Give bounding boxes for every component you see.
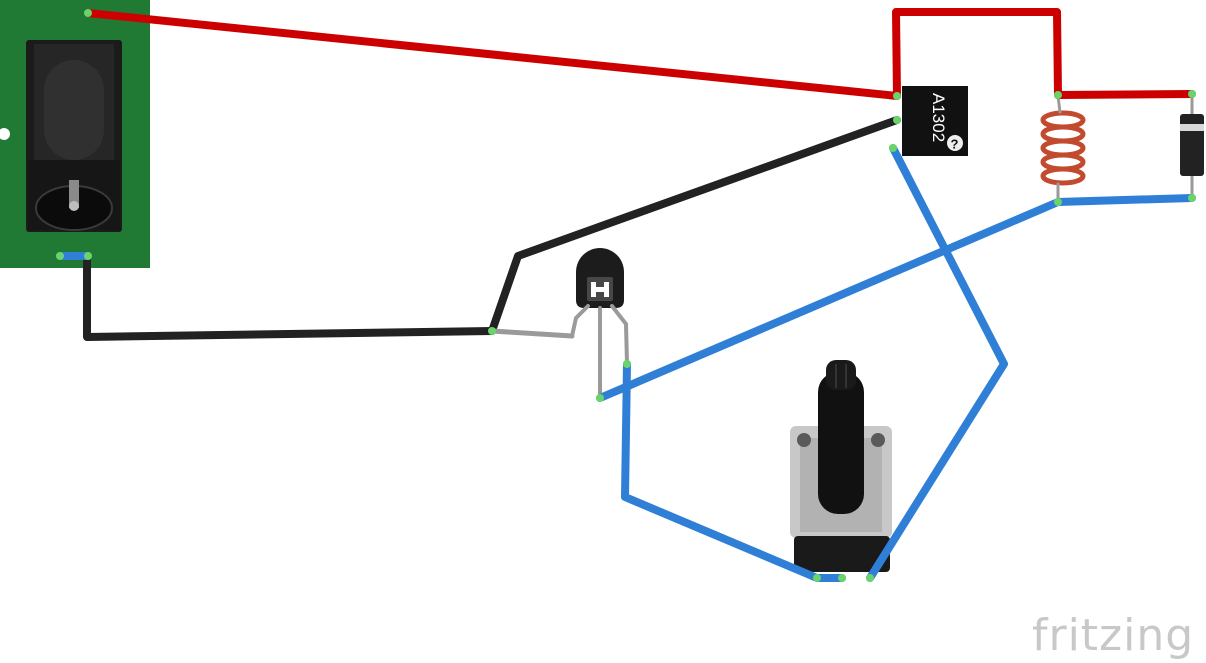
pin-inductor-top[interactable] — [1054, 91, 1062, 99]
pin-transistor-emitter[interactable] — [488, 327, 496, 335]
pin-sensor-out[interactable] — [889, 144, 897, 152]
pin-sensor-gnd[interactable] — [893, 116, 901, 124]
transistor-leg-right — [610, 304, 629, 366]
sensor-label: A1302 — [929, 93, 948, 142]
mount-hole — [0, 128, 10, 140]
pin-diode-top[interactable] — [1188, 90, 1196, 98]
wire-power-sensor-to-inductor[interactable] — [892, 8, 1062, 100]
wire-power-inductor-to-diode[interactable] — [1054, 90, 1196, 99]
npn-transistor[interactable] — [570, 248, 629, 400]
pin-jack-ground[interactable] — [56, 252, 64, 260]
pin-diode-bottom[interactable] — [1188, 194, 1196, 202]
wire-ground-sensor-to-transistor[interactable] — [488, 116, 901, 335]
pin-inductor-bottom[interactable] — [1054, 198, 1062, 206]
npn-transistor-icon — [587, 277, 613, 301]
fritzing-watermark: fritzing — [1032, 610, 1194, 661]
transistor-leg-left — [570, 304, 590, 338]
wire-signal-transistor-to-inductor[interactable] — [596, 194, 1196, 402]
diode-icon — [1180, 114, 1204, 176]
wire-signal-sensor-to-pot[interactable] — [866, 144, 1008, 582]
question-mark-badge-icon: ? — [947, 135, 963, 152]
wire-signal-transistor-to-pot[interactable] — [621, 360, 846, 582]
leg-extension-ground — [489, 328, 575, 339]
potentiometer[interactable] — [790, 360, 892, 572]
pin-pot-left[interactable] — [813, 574, 821, 582]
coil-inductor-icon — [1040, 110, 1086, 186]
connector-pins — [56, 9, 1196, 582]
pin-sensor-vcc[interactable] — [893, 92, 901, 100]
pin-transistor-base[interactable] — [596, 394, 604, 402]
pin-pot-right[interactable] — [866, 574, 874, 582]
pin-pot-wiper[interactable] — [838, 574, 846, 582]
dc-jack-board[interactable] — [0, 0, 150, 268]
dc-barrel-jack-icon — [26, 40, 122, 232]
rotary-potentiometer-icon — [790, 360, 892, 572]
pin-transistor-collector[interactable] — [623, 360, 631, 368]
wire-power-jack-to-sensor[interactable] — [84, 9, 901, 100]
svg-text:?: ? — [951, 137, 959, 152]
diode[interactable] — [1180, 92, 1204, 200]
inductor[interactable] — [1040, 94, 1086, 204]
pin-jack-power[interactable] — [84, 9, 92, 17]
pin-jack-signal[interactable] — [84, 252, 92, 260]
hall-sensor[interactable]: A1302 ? — [902, 86, 968, 156]
wire-ground-transistor-to-jack[interactable] — [83, 252, 496, 341]
